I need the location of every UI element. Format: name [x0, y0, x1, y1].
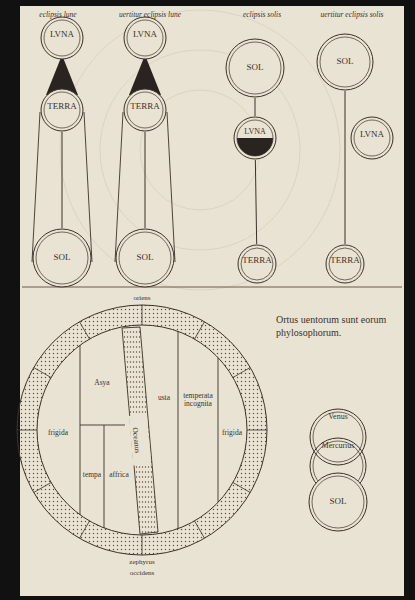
orb-circle: SOL	[308, 472, 368, 532]
orb-name: LVNA	[50, 30, 74, 39]
alignment-line	[62, 132, 63, 228]
orb-circle: SOL	[225, 38, 285, 98]
orb-name: SOL	[246, 63, 263, 72]
orb-circle: SOL	[115, 228, 175, 288]
orb-circle: LVNA	[123, 16, 167, 60]
circle-outline	[233, 116, 277, 160]
orb-name: TERRA	[47, 102, 77, 111]
orb-circle: LVNA	[233, 116, 277, 160]
caption-label: eclipsis solis	[243, 10, 281, 19]
zone-band: tempa	[83, 463, 101, 481]
alignment-line	[255, 98, 256, 116]
zone-name: temperata incognita	[180, 392, 216, 408]
zone-band: frigida	[48, 421, 68, 439]
caption-label: eclipsis lune	[39, 10, 76, 19]
orb-circle: TERRA	[237, 244, 277, 284]
zone-band: temperata incognita	[180, 392, 216, 408]
orb-name: TERRA	[130, 102, 160, 111]
zone-band: usta	[158, 386, 170, 404]
alignment-line	[145, 132, 146, 228]
orb-circle: TERRA	[325, 244, 365, 284]
orb-circle: LVNA	[350, 116, 394, 160]
caption-label: uertitur eclipsis lune	[119, 10, 181, 19]
orb-name: LVNA	[244, 128, 265, 136]
zone-name: frigida	[48, 428, 68, 437]
alignment-line	[255, 160, 256, 244]
zone-name: Asya	[94, 378, 109, 387]
orb-name: Venus	[328, 413, 348, 421]
zone-name: affrica	[109, 470, 128, 479]
orb-name: SOL	[136, 253, 153, 262]
caption-label: occidens	[130, 569, 155, 577]
zone-band: frigida	[222, 421, 242, 439]
caption-label: oriens	[133, 294, 150, 302]
caption-label: uertitur eclipsis solis	[321, 10, 384, 19]
zone-name: usta	[158, 393, 170, 402]
orb-circle: LVNA	[40, 16, 84, 60]
zone-band: Oceanus	[129, 426, 150, 454]
orb-circle: TERRA	[40, 88, 84, 132]
orb-name: TERRA	[330, 256, 360, 265]
orb-name: LVNA	[360, 130, 384, 139]
orb-circle: SOL	[316, 33, 374, 91]
alignment-line	[345, 91, 346, 244]
zone-band: Asya	[94, 371, 109, 389]
orb-name: Mercurius	[322, 442, 355, 450]
zone-name: tempa	[83, 470, 101, 479]
orb-circle: Venus	[309, 408, 367, 466]
caption-label: zephyrus	[129, 558, 154, 566]
zone-name: frigida	[222, 428, 242, 437]
orb-circle: TERRA	[123, 88, 167, 132]
orb-name: LVNA	[133, 30, 157, 39]
caption-label: Ortus uentorum sunt eorum phylosophorum.	[276, 313, 394, 339]
orb-circle: SOL	[32, 228, 92, 288]
zone-name: Oceanus	[131, 427, 143, 454]
orb-name: SOL	[53, 253, 70, 262]
orb-name: SOL	[336, 57, 353, 66]
zone-band: affrica	[109, 463, 128, 481]
orb-name: TERRA	[242, 256, 272, 265]
orb-name: SOL	[329, 497, 346, 506]
